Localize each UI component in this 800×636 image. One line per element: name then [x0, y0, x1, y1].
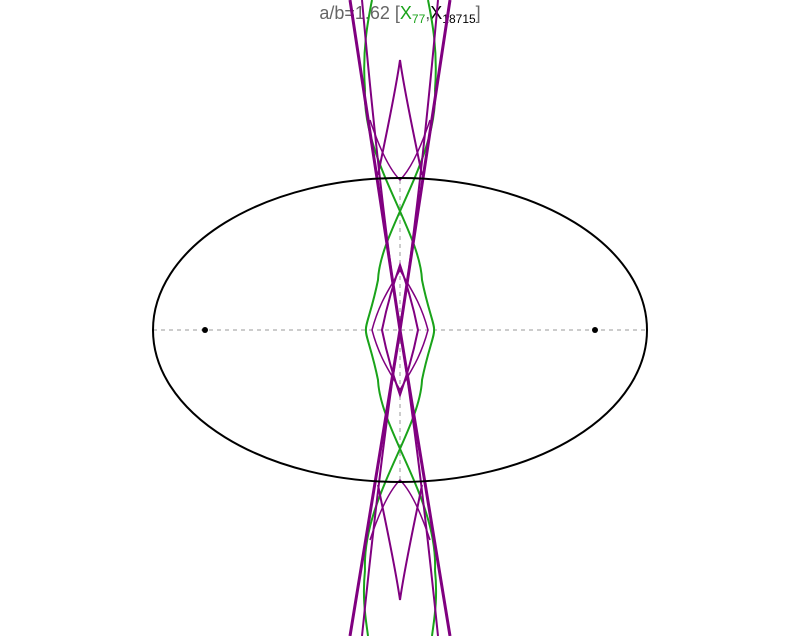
caustic-curves — [348, 0, 452, 636]
title-x18715-sub: 18715 — [442, 12, 476, 26]
green-curve-right — [364, 89, 437, 571]
purple-arc-upper — [369, 119, 431, 182]
purple-center-arc-top — [371, 268, 429, 331]
purple-cusp-bottom — [377, 484, 423, 601]
title-x77: X — [400, 3, 412, 23]
title-suffix: ] — [476, 3, 481, 23]
focus-left — [202, 327, 208, 333]
purple-cusp-top — [377, 59, 423, 176]
purple-center-arc-bottom — [371, 329, 429, 392]
title-prefix: a/b=1.62 [ — [319, 3, 400, 23]
title-x77-sub: 77 — [412, 12, 426, 26]
diagram-title: a/b=1.62 [X77,X18715] — [319, 3, 480, 26]
green-curve-left — [363, 89, 436, 571]
title-separator: , — [425, 3, 430, 23]
focus-right — [592, 327, 598, 333]
purple-arc-lower — [369, 478, 431, 541]
ellipse — [152, 177, 648, 483]
